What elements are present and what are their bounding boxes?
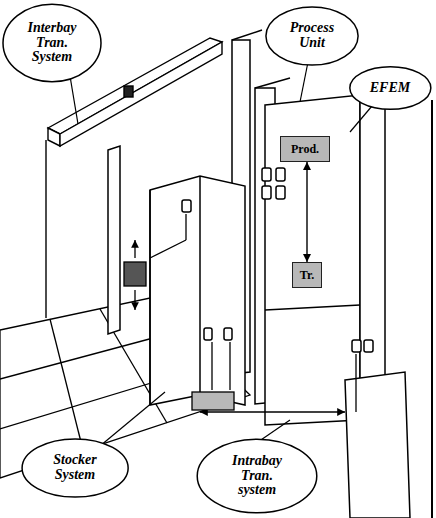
callout-ellipse: EFEM: [349, 66, 432, 110]
ellipse-shape: [3, 4, 101, 82]
stocker: [150, 176, 245, 405]
robot-box: Tr.: [292, 262, 322, 288]
box-label: Prod.: [288, 143, 322, 156]
callout-label: EFEM: [363, 81, 417, 96]
transfer-arrow: [306, 162, 307, 262]
callout-label: Stocker System: [39, 453, 111, 482]
right-wall: [431, 100, 433, 518]
ellipse-shape: [197, 439, 317, 513]
callout-label: Process Unit: [281, 21, 343, 50]
callout-label: Interbay Tran. System: [19, 21, 85, 65]
ellipse-shape: [22, 439, 128, 497]
walls: [108, 30, 290, 404]
callout-ellipse: Interbay Tran. System: [2, 3, 102, 83]
transport-arrows: [124, 214, 356, 412]
callout-ellipse: Process Unit: [265, 6, 359, 66]
box-label: Tr.: [297, 269, 317, 282]
callout-ellipse: Stocker System: [21, 438, 129, 498]
ellipse-shape: [266, 7, 358, 65]
ellipse-shape: [349, 67, 430, 110]
callout-ellipse: Intrabay Tran. system: [196, 438, 318, 514]
callout-label: Intrabay Tran. system: [221, 454, 293, 498]
process-box: Prod.: [280, 136, 330, 162]
leader-lines: [70, 62, 372, 446]
